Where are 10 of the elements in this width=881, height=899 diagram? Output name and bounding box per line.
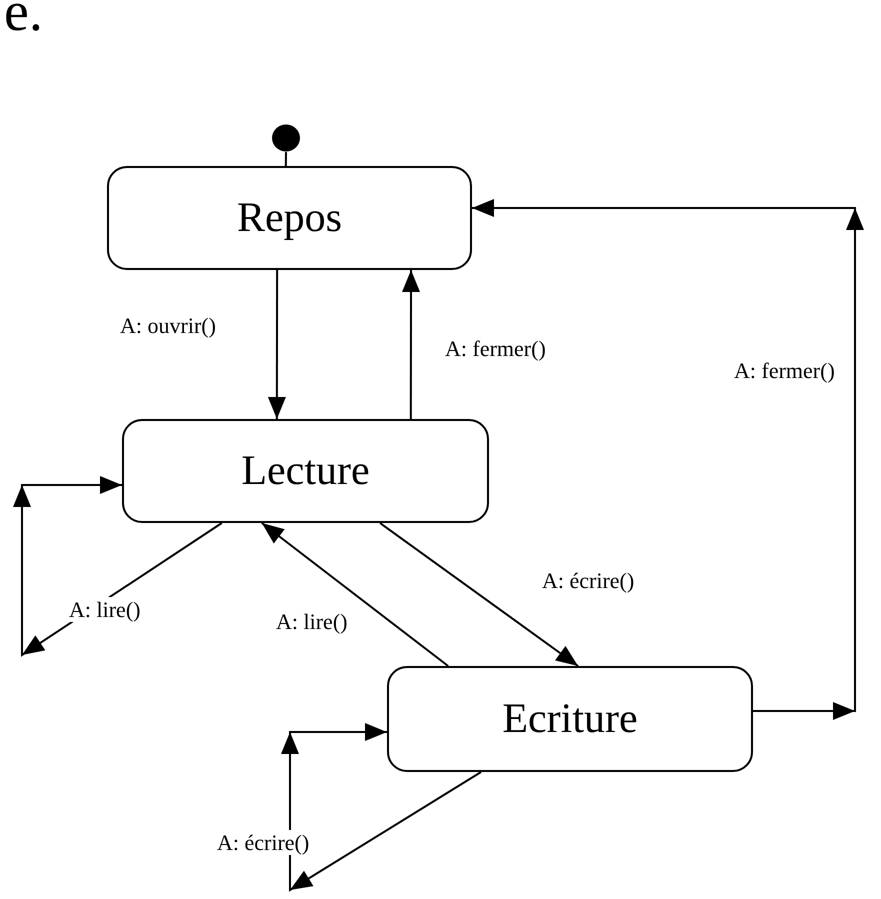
initial-state-dot [272, 124, 300, 152]
state-name: Ecriture [502, 695, 638, 743]
state-name: Lecture [241, 447, 370, 495]
state-box [107, 166, 472, 270]
text-fragment: e. [4, 0, 43, 40]
state-box [122, 419, 489, 523]
state-name: Repos [237, 194, 342, 242]
edge-label: A: lire() [67, 597, 142, 622]
edge-label: A: écrire() [215, 830, 312, 856]
state-box [387, 666, 753, 772]
